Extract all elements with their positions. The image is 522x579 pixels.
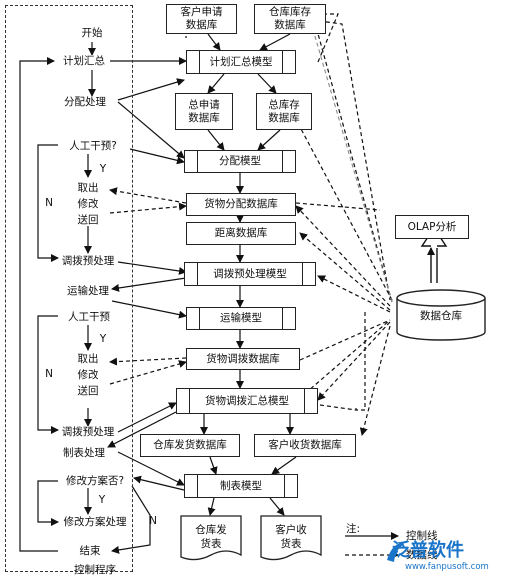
yes-label-1: Y [99, 163, 107, 175]
customer-receipt-database: 客户收货数据库 [254, 434, 356, 457]
legend-control-line-label: 控制线 [406, 530, 438, 542]
watermark-url: www.fanpusoft.com [405, 562, 489, 572]
modify-plan-label: 修改方案处理 [62, 516, 128, 528]
control-program-title: 控制程序 [74, 564, 116, 576]
dispatch-preprocess-label-2: 调拨预处理 [60, 426, 116, 438]
modify-label-1: 修改 [76, 198, 100, 210]
plan-summary-label: 计划汇总 [62, 55, 106, 67]
plan-summary-model: 计划汇总模型 [186, 50, 296, 74]
legend-data-line-label: 数据线 [406, 549, 438, 561]
data-warehouse-cylinder: 数据仓库 [395, 288, 487, 342]
allocation-model: 分配模型 [184, 150, 296, 173]
olap-analysis-box: OLAP分析 [395, 215, 469, 239]
goods-allocation-database: 货物分配数据库 [186, 193, 296, 216]
start-label: 开始 [80, 27, 104, 39]
no-label-2: N [45, 368, 53, 380]
manual-intervention-question-2: 人工干预 [67, 311, 111, 323]
control-program-border [5, 5, 133, 572]
modify-plan-question: 修改方案否? [64, 475, 126, 487]
no-label-3: N [149, 515, 157, 527]
transport-label: 运输处理 [66, 285, 110, 297]
total-request-database: 总申请 数据库 [175, 93, 233, 130]
transport-model: 运输模型 [186, 307, 296, 330]
warehouse-issue-database: 仓库发货数据库 [140, 434, 240, 457]
dispatch-preprocess-label-1: 调拨预处理 [60, 255, 116, 267]
dispatch-preprocess-model: 调拨预处理模型 [184, 262, 316, 286]
distance-database: 距离数据库 [186, 222, 296, 245]
goods-dispatch-summary-model: 货物调拨汇总模型 [176, 388, 318, 414]
customer-request-database: 客户申请 数据库 [166, 4, 237, 34]
modify-label-2: 修改 [76, 369, 100, 381]
return-label-1: 送回 [76, 214, 100, 226]
fetch-label-2: 取出 [76, 353, 100, 365]
yes-label-2: Y [99, 333, 107, 345]
manual-intervention-question-1: 人工干预? [68, 140, 118, 152]
warehouse-stock-database: 仓库库存 数据库 [254, 4, 326, 34]
end-label: 结束 [78, 545, 102, 557]
goods-dispatch-database: 货物调拨数据库 [186, 348, 300, 370]
fanpu-logo-icon [387, 543, 404, 562]
return-label-2: 送回 [76, 385, 100, 397]
total-stock-database: 总库存 数据库 [256, 93, 312, 130]
data-warehouse-label: 数据仓库 [420, 310, 462, 322]
no-label-1: N [45, 197, 53, 209]
fetch-label-1: 取出 [76, 182, 100, 194]
warehouse-issue-sheet: 仓库发 货表 [180, 515, 242, 565]
watermark-brand: 泛普软件 [392, 540, 464, 561]
yes-label-3: Y [98, 494, 106, 506]
customer-receipt-sheet: 客户收 货表 [260, 515, 322, 565]
allocate-label: 分配处理 [63, 96, 107, 108]
report-model: 制表模型 [184, 474, 298, 498]
legend-title: 注: [346, 523, 361, 535]
report-label: 制表处理 [62, 447, 106, 459]
customer-receipt-sheet-label: 客户收 货表 [275, 524, 307, 550]
warehouse-issue-sheet-label: 仓库发 货表 [195, 524, 227, 550]
